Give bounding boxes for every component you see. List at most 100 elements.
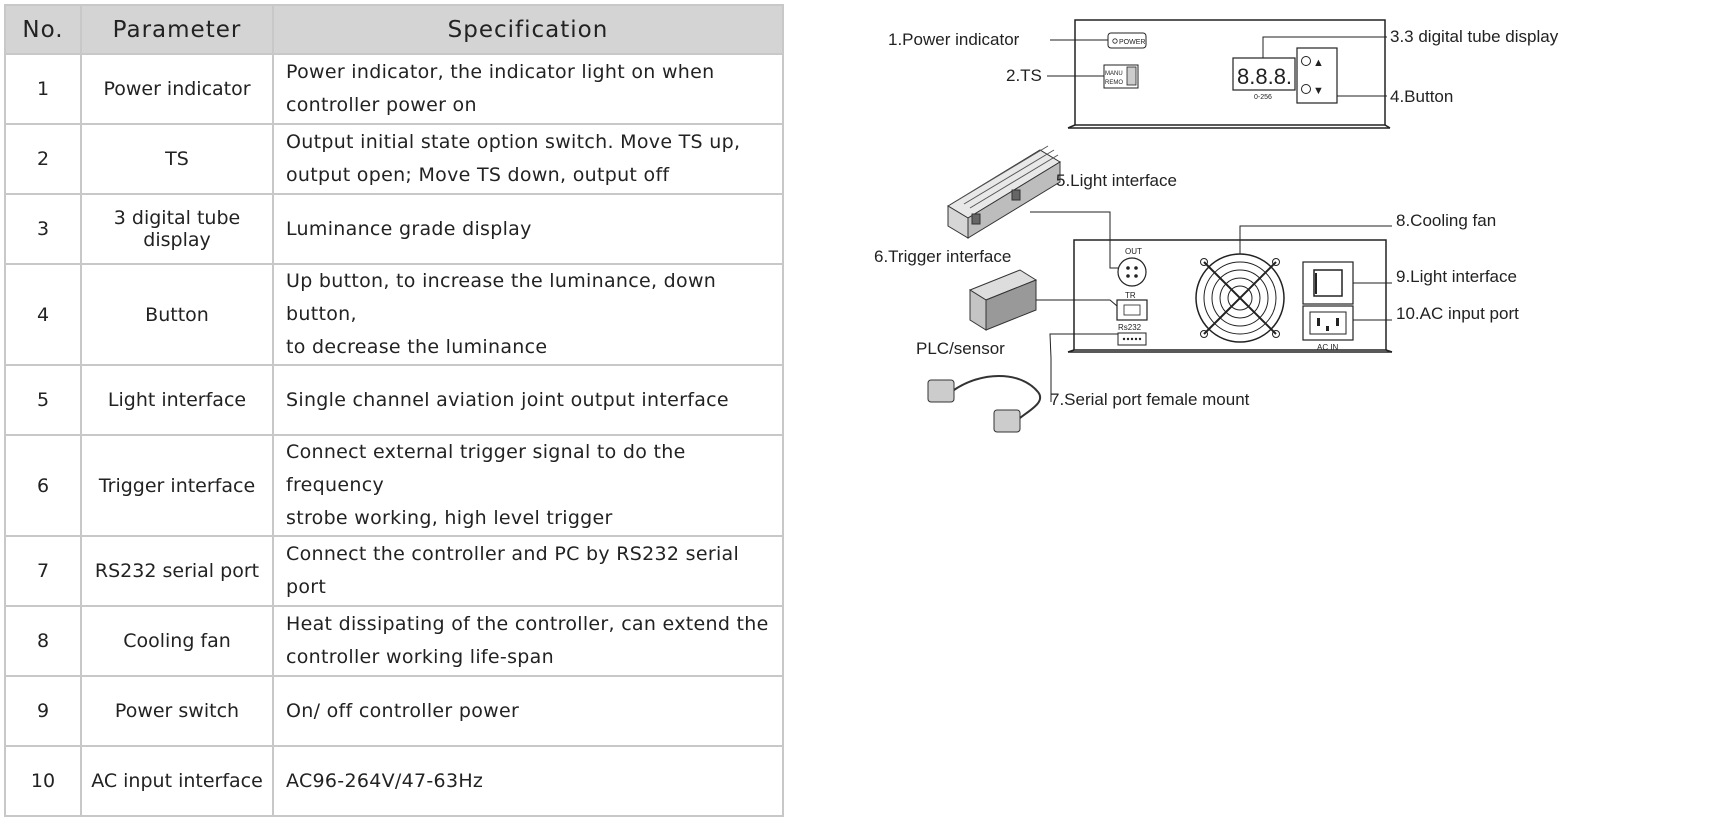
specification-line: Up button, to increase the luminance, do…: [286, 270, 717, 325]
specification-cell: Output initial state option switch. Move…: [272, 123, 784, 195]
callout-ac-input: 10.AC input port: [1396, 304, 1519, 323]
callout-button: 4.Button: [1390, 87, 1453, 106]
specification-line: strobe working, high level trigger: [286, 507, 613, 529]
specification-line: Single channel aviation joint output int…: [286, 388, 729, 411]
plc-sensor-illustration: [968, 269, 1038, 331]
parameter-cell: Button: [80, 263, 274, 366]
down-arrow-icon: ▼: [1313, 85, 1324, 97]
specification-line: controller working life-span: [286, 646, 554, 668]
controller-diagram: POWER MANU REMO 8.8.8. 0-256 ▲ ▼ 1.Power…: [874, 0, 1721, 763]
parameter-cell: 3 digital tube display: [80, 193, 274, 265]
specification-line: Power indicator, the indicator light on …: [286, 61, 715, 83]
power-switch: [1302, 261, 1354, 305]
parameter-cell: Trigger interface: [80, 434, 274, 537]
digital-tube-display: 8.8.8. 0-256: [1232, 57, 1296, 101]
parameter-cell: RS232 serial port: [80, 535, 274, 607]
callout-serial-port: 7.Serial port female mount: [1050, 390, 1250, 409]
specification-line: Output initial state option switch. Move…: [286, 131, 741, 153]
controller-diagram-svg: POWER MANU REMO 8.8.8. 0-256 ▲ ▼ 1.Power…: [874, 19, 1559, 433]
specification-cell: On/ off controller power: [272, 675, 784, 747]
parameter-cell: Power indicator: [80, 53, 274, 125]
row-number: 9: [4, 675, 82, 747]
callout-plc-sensor: PLC/sensor: [916, 339, 1005, 358]
up-arrow-icon: ▲: [1313, 57, 1324, 69]
row-number: 5: [4, 364, 82, 436]
table-header-row: No. Parameter Specification: [4, 4, 784, 55]
row-number: 8: [4, 605, 82, 677]
specification-line: output open; Move TS down, output off: [286, 164, 670, 186]
row-number: 4: [4, 263, 82, 366]
specification-cell: Single channel aviation joint output int…: [272, 364, 784, 436]
specification-line: Heat dissipating of the controller, can …: [286, 613, 769, 635]
callout-cooling-fan: 8.Cooling fan: [1396, 211, 1496, 230]
parameter-cell: AC input interface: [80, 745, 274, 817]
light-output-connector: OUT: [1117, 247, 1147, 287]
specification-line: controller power on: [286, 94, 477, 116]
header-no: No.: [4, 4, 82, 55]
out-label: OUT: [1125, 247, 1142, 256]
up-button[interactable]: [1301, 56, 1311, 66]
specification-line: Connect the controller and PC by RS232 s…: [286, 543, 740, 598]
serial-cable-illustration: [927, 375, 1041, 433]
parameter-cell: Cooling fan: [80, 605, 274, 677]
ts-switch: MANU REMO: [1103, 64, 1139, 89]
callout-power-indicator: 1.Power indicator: [888, 30, 1020, 49]
button-panel: ▲ ▼: [1296, 47, 1338, 104]
row-number: 6: [4, 434, 82, 537]
trigger-cable: [1036, 299, 1118, 307]
rs232-port: [1117, 332, 1147, 346]
specification-cell: Up button, to increase the luminance, do…: [272, 263, 784, 366]
specification-line: On/ off controller power: [286, 699, 520, 722]
back-leaders: [1239, 225, 1392, 321]
row-number: 7: [4, 535, 82, 607]
callout-light-interface-5: 5.Light interface: [1056, 171, 1177, 190]
specification-cell: Luminance grade display: [272, 193, 784, 265]
callout-ts: 2.TS: [1006, 66, 1042, 85]
callout-light-interface-9: 9.Light interface: [1396, 267, 1517, 286]
range-label: 0-256: [1254, 94, 1272, 101]
specification-line: to decrease the luminance: [286, 336, 548, 358]
rs232-label: Rs232: [1118, 323, 1142, 332]
header-parameter: Parameter: [80, 4, 274, 55]
remo-label: REMO: [1105, 80, 1123, 86]
header-specification: Specification: [272, 4, 784, 55]
row-number: 1: [4, 53, 82, 125]
parameter-cell: Power switch: [80, 675, 274, 747]
parameter-cell: Light interface: [80, 364, 274, 436]
row-number: 10: [4, 745, 82, 817]
row-number: 3: [4, 193, 82, 265]
callout-trigger-interface: 6.Trigger interface: [874, 247, 1011, 266]
specification-line: Connect external trigger signal to do th…: [286, 441, 686, 496]
ac-in-label: AC IN: [1317, 343, 1339, 352]
specification-cell: Heat dissipating of the controller, can …: [272, 605, 784, 677]
specification-cell: AC96-264V/47-63Hz: [272, 745, 784, 817]
specification-line: Luminance grade display: [286, 217, 532, 240]
specification-cell: Connect the controller and PC by RS232 s…: [272, 535, 784, 607]
tr-label: TR: [1125, 291, 1136, 300]
callout-digital-display: 3.3 digital tube display: [1390, 27, 1559, 46]
parameter-cell: TS: [80, 123, 274, 195]
front-leaders: [1047, 36, 1387, 97]
power-label: POWER: [1119, 39, 1145, 46]
specification-cell: Power indicator, the indicator light on …: [272, 53, 784, 125]
specification-cell: Connect external trigger signal to do th…: [272, 434, 784, 537]
cooling-fan: [1195, 253, 1285, 343]
power-indicator: POWER: [1107, 32, 1147, 49]
manu-label: MANU: [1105, 71, 1123, 77]
ac-input-socket: AC IN: [1302, 305, 1354, 352]
down-button[interactable]: [1301, 84, 1311, 94]
row-number: 2: [4, 123, 82, 195]
digits-readout: 8.8.8.: [1237, 64, 1292, 89]
